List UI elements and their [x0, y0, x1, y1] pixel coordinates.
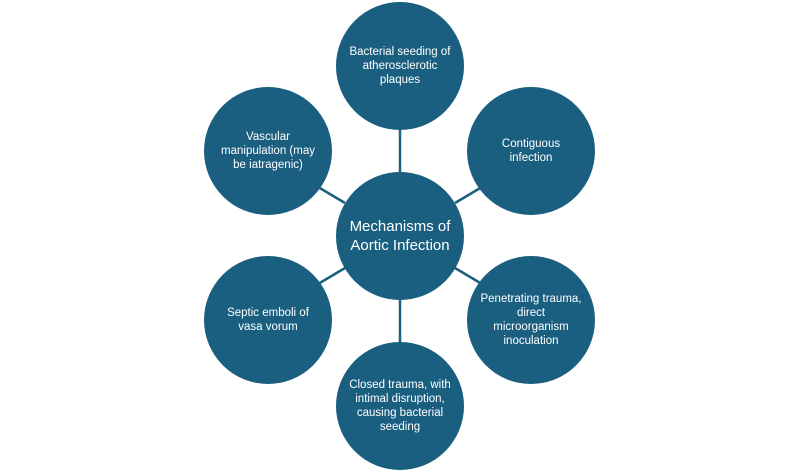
node-label: Septic emboli of vasa vorum: [227, 307, 309, 333]
center-node: Mechanisms of Aortic Infection: [336, 172, 464, 300]
node-bacterial-seeding: Bacterial seeding of atherosclerotic pla…: [336, 2, 464, 130]
node-label: Closed trauma, with intimal disruption, …: [349, 379, 451, 433]
node-label: Penetrating trauma, direct microorganism…: [480, 293, 582, 347]
node-closed-trauma: Closed trauma, with intimal disruption, …: [336, 342, 464, 470]
node-penetrating-trauma: Penetrating trauma, direct microorganism…: [467, 256, 595, 384]
node-vascular-manipulation: Vascular manipulation (may be iatragenic…: [204, 87, 332, 215]
node-contiguous-infection: Contiguous infection: [467, 87, 595, 215]
node-label: Vascular manipulation (may be iatragenic…: [221, 131, 315, 171]
node-label: Bacterial seeding of atherosclerotic pla…: [349, 46, 451, 86]
node-label: Contiguous infection: [501, 138, 561, 164]
node-septic-emboli: Septic emboli of vasa vorum: [204, 256, 332, 384]
center-label: Mechanisms of Aortic Infection: [349, 218, 451, 254]
